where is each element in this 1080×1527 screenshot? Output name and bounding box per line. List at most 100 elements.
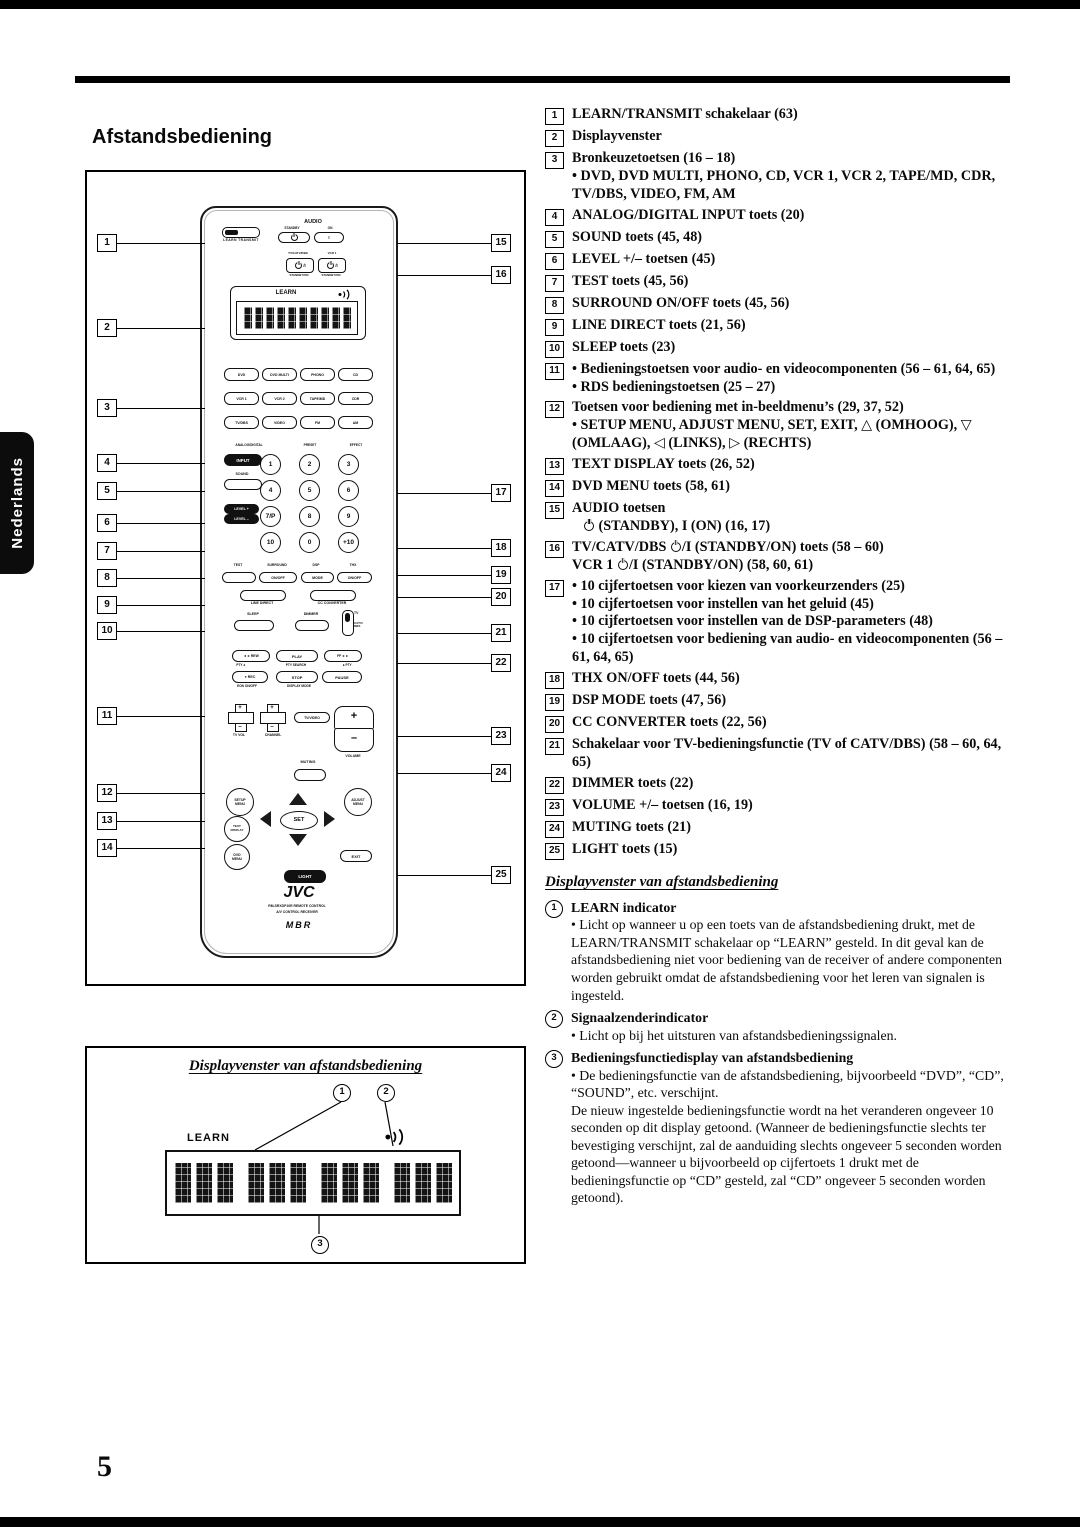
set-button[interactable]: SET <box>280 811 318 830</box>
legend-item-text: VCR 1 /I (STANDBY/ON) (58, 60, 61) <box>572 556 814 573</box>
tv-power-button[interactable]: /I <box>286 258 314 273</box>
legend-item-text: 10 cijfertoetsen voor bediening van audi… <box>572 631 1013 667</box>
tv-vol-rocker[interactable]: + – <box>228 704 254 732</box>
thx-onoff-button[interactable]: ON/OFF <box>337 572 372 583</box>
level-minus-button[interactable]: LEVEL – <box>224 514 259 524</box>
digit-button-4[interactable]: 4 <box>260 480 281 501</box>
source-button-dvd-multi[interactable]: DVD MULTI <box>262 368 297 381</box>
audio-on-button[interactable]: I <box>314 232 344 243</box>
audio-standby-button[interactable] <box>278 232 310 243</box>
stop-button[interactable]: STOP <box>276 671 318 683</box>
test-button[interactable] <box>222 572 256 583</box>
surround-onoff-button[interactable]: ON/OFF <box>259 572 297 583</box>
source-button-cd[interactable]: CD <box>338 368 373 381</box>
digit-button-3[interactable]: 3 <box>338 454 359 475</box>
legend-item-text: Schakelaar voor TV-bedieningsfunctie (TV… <box>572 736 1002 771</box>
transmit-signal-icon <box>338 289 350 300</box>
cursor-up-icon[interactable] <box>289 793 307 805</box>
source-button-tape-md[interactable]: TAPE/MD <box>300 392 335 405</box>
vcr-power-button[interactable]: /I <box>318 258 346 273</box>
text-display-button[interactable]: TEXT DISPLAY <box>224 816 250 842</box>
digit-button-1[interactable]: 1 <box>260 454 281 475</box>
muting-button[interactable] <box>294 769 326 781</box>
rewind-button[interactable]: ◄◄ REW <box>232 650 270 662</box>
source-button-cdr[interactable]: CDR <box>338 392 373 405</box>
cursor-down-icon[interactable] <box>289 834 307 846</box>
tv-catv-switch[interactable] <box>342 610 354 636</box>
switch-knob <box>344 612 350 622</box>
callout-22: 22 <box>397 654 511 672</box>
dsp-mode-button[interactable]: MODE <box>301 572 334 583</box>
channel-rocker[interactable]: + – <box>260 704 286 732</box>
analog-digital-label: ANALOG/DIGITAL <box>235 443 263 447</box>
legend-item-number: 2 <box>545 130 564 147</box>
legend-item-number: 18 <box>545 672 564 690</box>
switch-knob <box>225 229 238 235</box>
input-button[interactable]: INPUT <box>224 454 262 466</box>
play-button[interactable]: PLAY <box>276 650 318 662</box>
learn-transmit-switch[interactable] <box>222 227 260 238</box>
legend-item-body: SURROUND ON/OFF toets (45, 56) <box>572 295 1013 314</box>
callout-number: 18 <box>491 539 511 557</box>
source-button-video[interactable]: VIDEO <box>262 416 297 429</box>
callout-line <box>117 820 205 822</box>
callout-23: 23 <box>397 727 511 745</box>
source-button-phono[interactable]: PHONO <box>300 368 335 381</box>
digit-button-9[interactable]: 9 <box>338 506 359 527</box>
legend-item-11: 11Bedieningstoetsen voor audio- en video… <box>545 361 1013 397</box>
legend-item-text: THX ON/OFF toets (44, 56) <box>572 670 740 687</box>
legend-item-body: ANALOG/DIGITAL INPUT toets (20) <box>572 207 1013 226</box>
callout-line <box>117 327 205 329</box>
callout-line <box>397 574 491 576</box>
source-button-vcr-2[interactable]: VCR 2 <box>262 392 297 405</box>
dvd-menu-button[interactable]: DVD MENU <box>224 844 250 870</box>
effect-label: EFFECT <box>349 443 363 447</box>
setup-menu-button[interactable]: SETUP MENU <box>226 788 254 816</box>
digit-button-6[interactable]: 6 <box>338 480 359 501</box>
dimmer-button[interactable] <box>295 620 329 631</box>
adjust-menu-button[interactable]: ADJUST MENU <box>344 788 372 816</box>
cursor-right-icon[interactable] <box>324 811 335 827</box>
source-button-tv-dbs[interactable]: TV/DBS <box>224 416 259 429</box>
digit-button-8[interactable]: 8 <box>299 506 320 527</box>
tv-video-button[interactable]: TV/VIDEO <box>294 712 330 723</box>
cc-converter-button[interactable] <box>310 590 356 601</box>
cursor-left-icon[interactable] <box>260 811 271 827</box>
digit-button-10[interactable]: 10 <box>260 532 281 553</box>
volume-down-button[interactable]: – <box>334 728 374 752</box>
line-direct-button[interactable] <box>240 590 286 601</box>
legend-item-number: 5 <box>545 230 564 248</box>
sleep-button[interactable] <box>234 620 274 631</box>
level-plus-button[interactable]: LEVEL + <box>224 504 259 514</box>
fast-forward-button[interactable]: FF ►► <box>324 650 362 662</box>
lcd-segment-cell <box>268 1163 285 1203</box>
volume-rocker[interactable]: + – <box>334 706 374 752</box>
source-button-dvd[interactable]: DVD <box>224 368 259 381</box>
digit-button-2[interactable]: 2 <box>299 454 320 475</box>
display-entry-text: De nieuw ingestelde bedieningsfunctie wo… <box>571 1102 1002 1206</box>
legend-item-number: 12 <box>545 401 564 419</box>
page-title: Afstandsbediening <box>92 126 273 148</box>
callout-7: 7 <box>97 542 205 560</box>
digit-button-7-P[interactable]: 7/P <box>260 506 281 527</box>
lcd-segment-cell <box>362 1163 379 1203</box>
source-button-am[interactable]: AM <box>338 416 373 429</box>
source-button-fm[interactable]: FM <box>300 416 335 429</box>
record-button[interactable]: ● REC <box>232 671 268 683</box>
display-entry-title: Bedieningsfunctiedisplay van afstandsbed… <box>571 1050 854 1066</box>
digit-button-0[interactable]: 0 <box>299 532 320 553</box>
digit-button--10[interactable]: +10 <box>338 532 359 553</box>
pause-button[interactable]: PAUSE <box>322 671 362 683</box>
digit-button-5[interactable]: 5 <box>299 480 320 501</box>
source-button-vcr-1[interactable]: VCR 1 <box>224 392 259 405</box>
sound-button[interactable] <box>224 479 262 490</box>
volume-up-button[interactable]: + <box>334 706 374 730</box>
legend-item-number: 8 <box>545 296 564 314</box>
light-button[interactable]: LIGHT <box>284 870 326 883</box>
transmit-signal-icon <box>385 1128 404 1146</box>
exit-button[interactable]: EXIT <box>340 850 372 862</box>
